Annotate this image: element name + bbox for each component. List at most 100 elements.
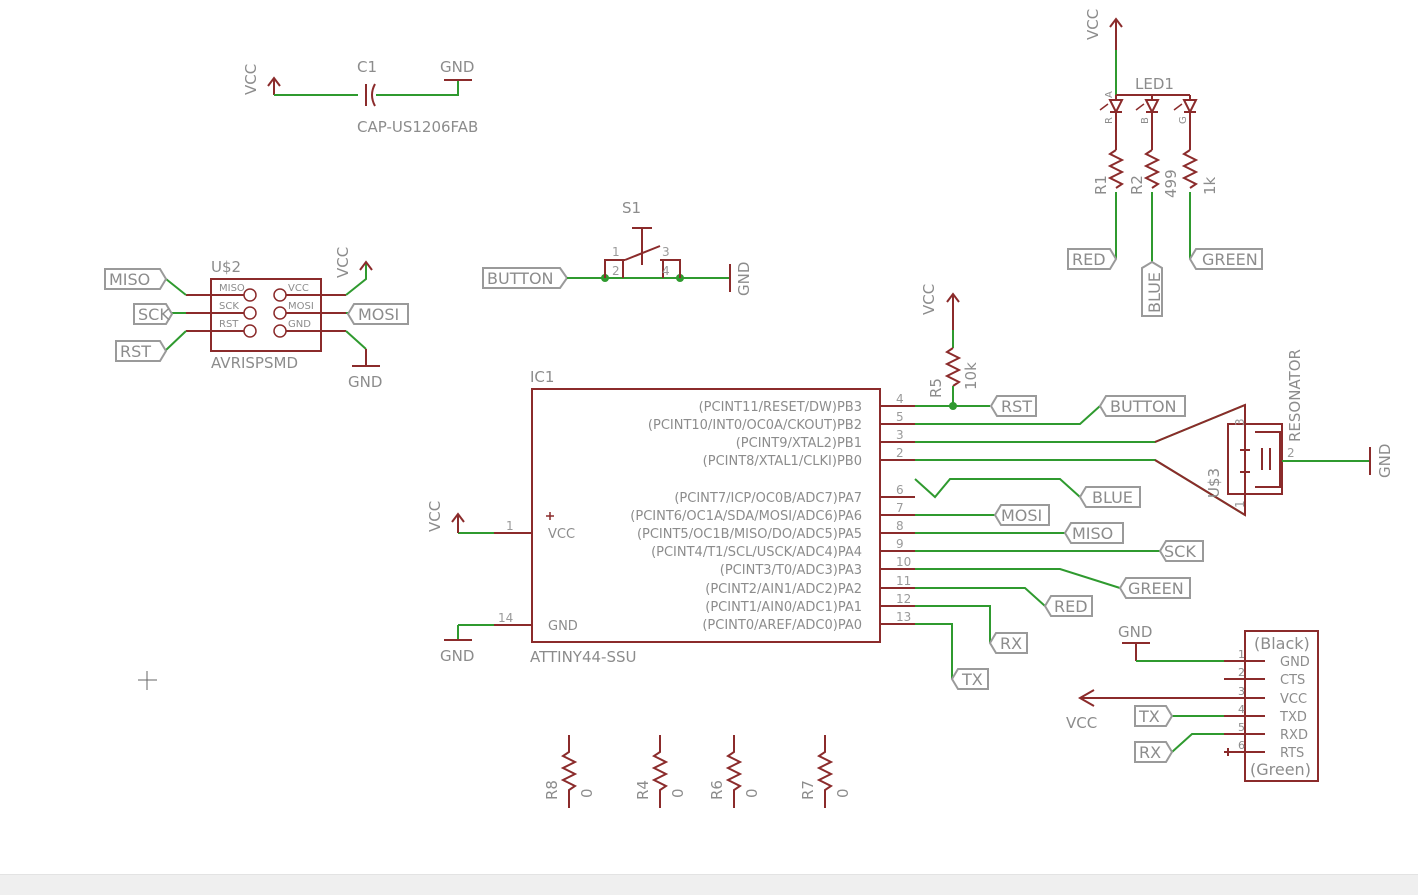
ic-pin-number: 11: [896, 574, 911, 588]
rgb-led-led1[interactable]: VCC LED1 R A B G R1 R2 499 1k RED BLUE G…: [1067, 9, 1263, 317]
svg-text:GND: GND: [1376, 444, 1394, 478]
ftdi-pin-name: VCC: [1280, 692, 1307, 707]
net-label-rst: RST: [1001, 397, 1032, 416]
isp-value: AVRISPSMD: [211, 354, 298, 372]
svg-text:1k: 1k: [1201, 176, 1219, 195]
svg-text:VCC: VCC: [548, 527, 575, 542]
ic-pin-name: (PCINT9/XTAL2)PB1: [736, 436, 862, 451]
resonator-u3[interactable]: GND RESONATOR U$3 3 2 1: [1154, 349, 1394, 517]
status-bar: [0, 874, 1418, 895]
net-label-rst: RST: [120, 342, 151, 361]
ic-pin-number: 10: [896, 555, 911, 569]
ic-pin-name: (PCINT8/XTAL1/CLKI)PB0: [703, 454, 862, 469]
vcc-label: VCC: [242, 64, 260, 95]
vcc-arrow-icon: [359, 260, 373, 271]
net-label-miso: MISO: [109, 270, 150, 289]
c1-ref: C1: [357, 58, 377, 76]
c1-value: CAP-US1206FAB: [357, 118, 478, 136]
ic-pin-name: (PCINT3/T0/ADC3)PA3: [720, 563, 862, 578]
ic-pin-name: (PCINT11/RESET/DW)PB3: [699, 400, 862, 415]
vcc-arrow-icon: [1109, 17, 1123, 50]
resistor-icon: [560, 735, 834, 808]
ftdi-pin-name: CTS: [1280, 673, 1305, 688]
svg-text:MISO: MISO: [219, 283, 245, 294]
ic-pin-name: (PCINT10/INT0/OC0A/CKOUT)PB2: [648, 418, 862, 433]
vcc-arrow-icon: [451, 512, 465, 533]
svg-text:VCC: VCC: [1066, 714, 1097, 732]
schematic-drawing[interactable]: VCC C1 CAP-US1206FAB GND U$2 AVRISPSMD M…: [0, 0, 1418, 874]
svg-text:GND: GND: [288, 319, 311, 330]
ftdi-pin-number: 2: [1238, 666, 1245, 679]
net-label-mosi: MOSI: [1001, 506, 1042, 525]
isp-header-u2[interactable]: U$2 AVRISPSMD MISO VCC SCK MOSI RST GND …: [104, 247, 409, 391]
schematic-canvas[interactable]: VCC C1 CAP-US1206FAB GND U$2 AVRISPSMD M…: [0, 0, 1418, 874]
svg-text:R: R: [1104, 117, 1115, 124]
ic-ref: IC1: [530, 368, 554, 386]
ic-pin-number: 3: [896, 428, 904, 442]
svg-text:R8: R8: [543, 780, 561, 800]
svg-text:VCC: VCC: [288, 283, 309, 294]
net-label-red: RED: [1054, 597, 1088, 616]
svg-text:GND: GND: [348, 373, 382, 391]
resonator-symbol-icon: [1240, 415, 1281, 505]
resonator-outline: [1154, 403, 1246, 517]
net-label-mosi: MOSI: [358, 305, 399, 324]
svg-text:1: 1: [506, 519, 514, 533]
svg-text:MOSI: MOSI: [288, 301, 314, 312]
ftdi-pin-number: 1: [1238, 648, 1245, 661]
led-diode-icon: [1108, 99, 1198, 115]
net-label-blue: BLUE: [1145, 272, 1164, 313]
isp-ref: U$2: [211, 258, 241, 276]
crosshair-cursor-icon: [138, 671, 157, 690]
svg-text:4: 4: [662, 264, 670, 278]
net-label-button: BUTTON: [487, 269, 554, 288]
svg-text:VCC: VCC: [1084, 9, 1102, 40]
ic-pin-number: 5: [896, 410, 904, 424]
svg-text:2: 2: [1287, 446, 1295, 460]
svg-text:VCC: VCC: [920, 284, 938, 315]
ic1-attiny44[interactable]: IC1 ATTINY44-SSU VCC GND 1 14 VCC GND (P…: [426, 368, 915, 666]
ic-net-wiring: RST BUTTON BLUE MOSI MISO SCK GREEN RED …: [914, 395, 1246, 690]
svg-text:0: 0: [834, 788, 852, 798]
resonator-value: RESONATOR: [1286, 349, 1304, 442]
svg-text:GND: GND: [548, 619, 578, 634]
ic-pin-number: 9: [896, 537, 904, 551]
ic-pin-name: (PCINT5/OC1B/MISO/DO/ADC5)PA5: [637, 527, 862, 542]
net-label-miso: MISO: [1072, 524, 1113, 543]
svg-text:(Green): (Green): [1250, 760, 1311, 779]
ic-pin-name: (PCINT2/AIN1/ADC2)PA2: [705, 582, 862, 597]
ftdi-pin-name: RXD: [1280, 728, 1308, 743]
net-label-tx: TX: [1138, 707, 1160, 726]
capacitor-symbol-icon: [365, 83, 376, 107]
ic-pin-name: (PCINT6/OC1A/SDA/MOSI/ADC6)PA6: [630, 509, 862, 524]
switch-symbol-icon: [604, 227, 681, 278]
net-label-sck: SCK: [138, 305, 170, 324]
svg-text:0: 0: [743, 788, 761, 798]
svg-text:1: 1: [1233, 500, 1247, 508]
svg-text:SCK: SCK: [219, 301, 239, 312]
svg-text:GND: GND: [735, 262, 753, 296]
ftdi-header[interactable]: (Black) (Green) 1GND2CTS3VCC4TXD5RXD6RTS…: [1066, 623, 1319, 782]
zero-ohm-resistors[interactable]: R8 0 R4 0 R6 0 R7 0: [543, 735, 852, 808]
capacitor-c1[interactable]: VCC C1 CAP-US1206FAB GND: [242, 58, 478, 136]
net-label-button: BUTTON: [1110, 397, 1177, 416]
net-label-sck: SCK: [1164, 542, 1196, 561]
ic-pin-name: (PCINT1/AIN0/ADC1)PA1: [705, 600, 862, 615]
svg-text:2: 2: [612, 264, 620, 278]
svg-text:VCC: VCC: [334, 247, 352, 278]
s1-ref: S1: [622, 199, 641, 217]
svg-text:B: B: [1140, 117, 1151, 124]
ic-pin-number: 4: [896, 392, 904, 406]
svg-text:R5: R5: [927, 378, 945, 398]
resistor-r5[interactable]: VCC R5 10k: [920, 284, 980, 410]
switch-s1[interactable]: S1 BUTTON 1 2 3 4 GND: [482, 199, 753, 296]
svg-text:A: A: [1104, 91, 1115, 98]
svg-text:GND: GND: [440, 647, 474, 665]
svg-text:R2: R2: [1128, 175, 1146, 195]
ic-pin-number: 7: [896, 501, 904, 515]
net-label-green: GREEN: [1202, 250, 1258, 269]
svg-text:499: 499: [1162, 169, 1180, 198]
ic-pin-name: (PCINT4/T1/SCL/USCK/ADC4)PA4: [651, 545, 862, 560]
svg-text:VCC: VCC: [426, 501, 444, 532]
svg-text:R6: R6: [708, 780, 726, 800]
